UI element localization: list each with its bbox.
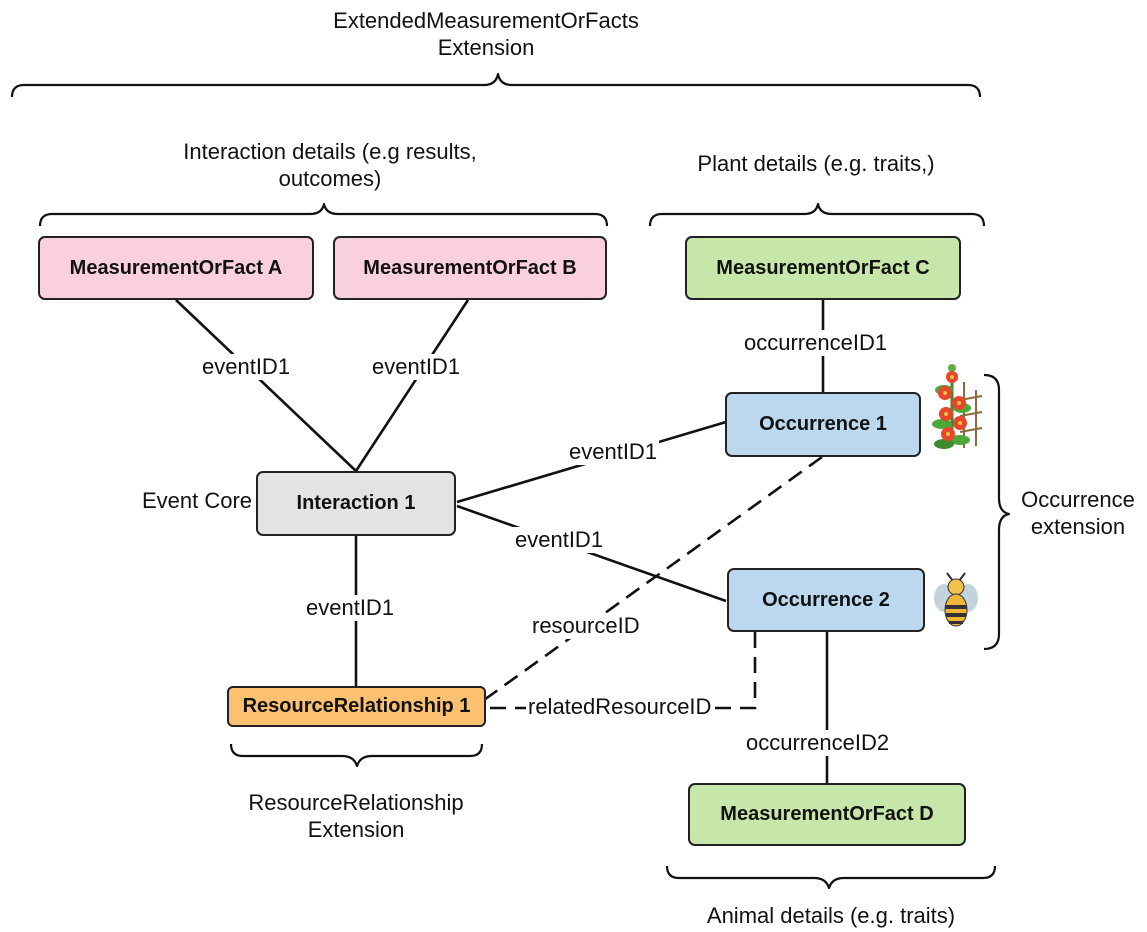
emof-brace (10, 72, 982, 98)
occurrence-2-box: Occurrence 2 (727, 568, 925, 632)
edge-interaction-occurrence2 (456, 504, 727, 603)
edge-label-b-interaction: eventID1 (370, 354, 463, 380)
interaction-details-brace (38, 202, 609, 227)
animal-details-label: Animal details (e.g. traits) (706, 903, 956, 928)
occurrence-extension-label: Occurrence extension (1021, 487, 1135, 539)
occurrence-1-box: Occurrence 1 (725, 392, 921, 457)
mof-d-box: MeasurementOrFact D (688, 783, 966, 846)
resource-relationship-extension-label: ResourceRelationship Extension (248, 790, 464, 842)
mof-c-box: MeasurementOrFact C (685, 236, 961, 300)
edge-a-interaction (175, 299, 357, 472)
edge-label-interaction-rr: eventID1 (304, 595, 397, 621)
plant-details-label: Plant details (e.g. traits,) (697, 151, 935, 176)
interaction-box: Interaction 1 (256, 471, 456, 536)
mof-b-box: MeasurementOrFact B (333, 236, 607, 300)
event-core-label: Event Core (141, 488, 253, 513)
resource-relationship-brace (229, 743, 484, 768)
edge-label-interaction-occurrence2: eventID1 (513, 527, 606, 553)
interaction-details-label: Interaction details (e.g results, outcom… (183, 139, 477, 191)
edge-b-interaction (354, 299, 470, 472)
edge-label-occurrence1-rr: resourceID (530, 613, 642, 639)
occurrence-extension-brace (983, 373, 1011, 651)
emof-extension-label: ExtendedMeasurementOrFacts Extension (333, 8, 639, 60)
plant-details-brace (648, 202, 986, 227)
edge-occurrence1-rr (483, 455, 823, 702)
resource-relationship-box: ResourceRelationship 1 (227, 686, 486, 727)
mof-a-box: MeasurementOrFact A (38, 236, 314, 300)
edge-label-a-interaction: eventID1 (200, 354, 293, 380)
edge-label-occurrence2-rr: relatedResourceID (526, 694, 714, 720)
animal-details-brace (665, 865, 997, 890)
flower-icon (932, 364, 983, 449)
edge-label-occurrence2-d: occurrenceID2 (744, 730, 892, 756)
bee-icon (934, 572, 978, 627)
edge-label-interaction-occurrence1: eventID1 (567, 439, 660, 465)
edge-label-c-occurrence1: occurrenceID1 (742, 330, 890, 356)
